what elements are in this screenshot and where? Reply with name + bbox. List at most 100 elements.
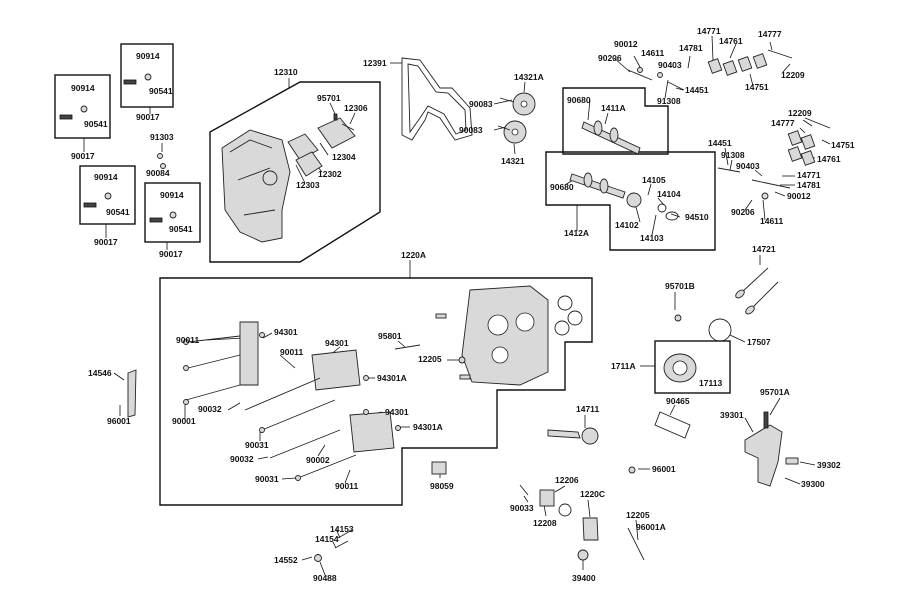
gasket-90465: [654, 411, 691, 439]
bearing-cap-low: [349, 411, 395, 453]
label-14105: 14105: [642, 175, 666, 185]
fuel-rail-39300: [744, 411, 799, 487]
label-14761-a: 14761: [719, 36, 743, 46]
label-14451-b: 14451: [708, 138, 732, 148]
label-98059: 98059: [430, 481, 454, 491]
label-14751-b: 14751: [831, 140, 855, 150]
stud-14153: [337, 529, 353, 539]
label-90914-b: 90914: [71, 83, 95, 93]
label-96001A: 96001A: [636, 522, 666, 532]
label-96001-b: 96001: [107, 416, 131, 426]
label-1220C: 1220C: [580, 489, 605, 499]
frame-90017-c: [79, 165, 136, 225]
screw-95701B: [674, 314, 682, 322]
label-14781-a: 14781: [679, 43, 703, 53]
rocker-arms-mid: [717, 117, 831, 200]
label-17113: 17113: [699, 378, 722, 388]
label-91303: 91303: [150, 132, 174, 142]
pin-90033: [519, 484, 529, 496]
label-14711: 14711: [576, 404, 599, 414]
label-94301-c: 94301: [385, 407, 409, 417]
label-90084: 90084: [146, 168, 170, 178]
frame-1411A: [562, 87, 669, 155]
frame-1711A: [654, 340, 731, 394]
label-90017-d: 90017: [159, 249, 183, 259]
bearing-cap-mid: [311, 349, 361, 391]
label-39301: 39301: [720, 410, 744, 420]
label-90465: 90465: [666, 396, 690, 406]
clamp-17507: [708, 318, 732, 342]
label-1412A: 1412A: [564, 228, 589, 238]
label-90083-a: 90083: [469, 99, 493, 109]
label-1220A: 1220A: [401, 250, 426, 260]
label-90403-b: 90403: [736, 161, 760, 171]
label-14777-a: 14777: [758, 29, 782, 39]
label-90403-a: 90403: [658, 60, 682, 70]
label-14546: 14546: [88, 368, 112, 378]
label-14102: 14102: [615, 220, 639, 230]
label-39300: 39300: [801, 479, 825, 489]
bracket-14546: [127, 369, 137, 418]
label-12209-b: 12209: [788, 108, 812, 118]
label-14761-b: 14761: [817, 154, 841, 164]
label-12310: 12310: [274, 67, 298, 77]
label-90017-c: 90017: [94, 237, 118, 247]
label-90011-c: 90011: [335, 481, 358, 491]
label-14154: 14154: [315, 534, 339, 544]
label-90032-b: 90032: [230, 454, 254, 464]
label-12304: 12304: [332, 152, 356, 162]
label-12206: 12206: [555, 475, 579, 485]
label-94301A-b: 94301A: [413, 422, 443, 432]
label-14611-b: 14611: [760, 216, 783, 226]
label-90914-c: 90914: [94, 172, 118, 182]
label-14771-a: 14771: [697, 26, 721, 36]
label-12205-a: 12205: [418, 354, 442, 364]
label-14321: 14321: [501, 156, 525, 166]
label-14153: 14153: [330, 524, 354, 534]
circlip-94510: [665, 211, 679, 221]
part-labels: 12391 12310 95701 12306 12304 12302 1230…: [71, 26, 855, 583]
label-90914-a: 90914: [136, 51, 160, 61]
label-17507: 17507: [747, 337, 771, 347]
label-14321A: 14321A: [514, 72, 544, 82]
sleeve-12208: [539, 489, 555, 507]
label-14103: 14103: [640, 233, 664, 243]
cylinder-head-1220A: [435, 285, 583, 386]
cap-bolts: [183, 332, 421, 481]
label-95701: 95701: [317, 93, 341, 103]
label-12205-b: 12205: [626, 510, 650, 520]
label-90012-b: 90012: [787, 191, 811, 201]
plate-12303: [295, 151, 323, 177]
label-90032-a: 90032: [198, 404, 222, 414]
label-90012-a: 90012: [614, 39, 638, 49]
label-12302: 12302: [318, 169, 342, 179]
label-14771-b: 14771: [797, 170, 821, 180]
gasket-12391: [401, 57, 473, 141]
bearing-cap-left: [239, 321, 259, 386]
label-14777-b: 14777: [771, 118, 795, 128]
label-14781-b: 14781: [797, 180, 821, 190]
head-cover-12310: [221, 129, 291, 243]
label-94510: 94510: [685, 212, 709, 222]
bolts-90017: [59, 73, 177, 223]
frame-1412A: [545, 151, 716, 251]
pin-12306: [341, 123, 355, 131]
frame-90017-a: [120, 43, 174, 108]
rocker-arms-top: [627, 49, 793, 91]
washer-14552: [314, 554, 322, 562]
label-12306: 12306: [344, 103, 368, 113]
label-94301A-a: 94301A: [377, 373, 407, 383]
plug-98059: [431, 461, 447, 475]
label-90011-b: 90011: [280, 347, 303, 357]
label-95701A: 95701A: [760, 387, 790, 397]
frame-90017-d: [144, 182, 201, 243]
label-12303: 12303: [296, 180, 320, 190]
frame-1220A: [159, 277, 593, 506]
label-90031-a: 90031: [245, 440, 269, 450]
label-90206-a: 90206: [598, 53, 622, 63]
label-14751-a: 14751: [745, 82, 769, 92]
label-14104: 14104: [657, 189, 681, 199]
decompressor-14102: [626, 192, 642, 208]
screw-95701: [333, 113, 338, 121]
